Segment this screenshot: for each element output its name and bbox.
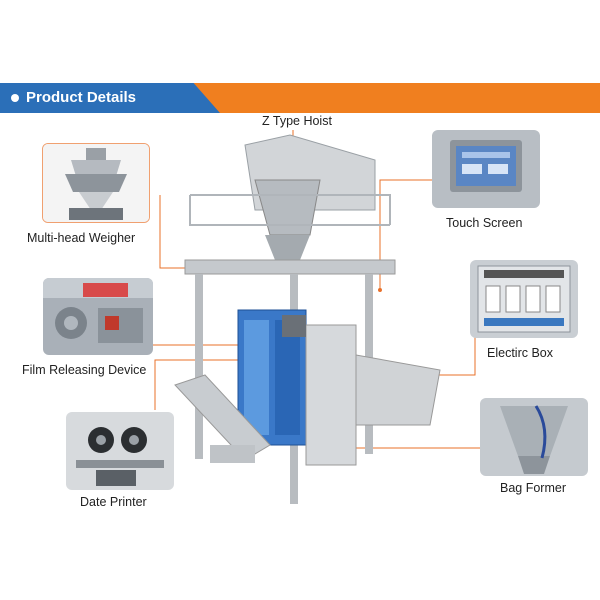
bullet-icon bbox=[11, 94, 19, 102]
banner-orange-bar bbox=[170, 83, 600, 113]
banner-title: Product Details bbox=[26, 89, 137, 106]
section-banner: Product Details bbox=[0, 83, 600, 113]
label-electric-box: Electirc Box bbox=[487, 346, 553, 360]
photo-touch-screen bbox=[432, 130, 540, 208]
photo-film-releasing-device bbox=[43, 278, 153, 355]
label-multihead-weigher: Multi-head Weigher bbox=[27, 231, 136, 245]
label-film-releasing-device: Film Releasing Device bbox=[22, 363, 147, 377]
label-z-type-hoist: Z Type Hoist bbox=[262, 114, 332, 128]
photo-date-printer bbox=[66, 412, 174, 490]
photo-electric-box bbox=[470, 260, 578, 338]
label-date-printer: Date Printer bbox=[80, 495, 147, 509]
label-bag-former: Bag Former bbox=[500, 481, 566, 495]
packing-machine-illustration bbox=[174, 134, 441, 504]
label-touch-screen: Touch Screen bbox=[446, 216, 523, 230]
banner-blue-tab bbox=[0, 83, 220, 113]
photo-multihead-weigher bbox=[42, 143, 150, 223]
photo-bag-former bbox=[480, 398, 588, 476]
